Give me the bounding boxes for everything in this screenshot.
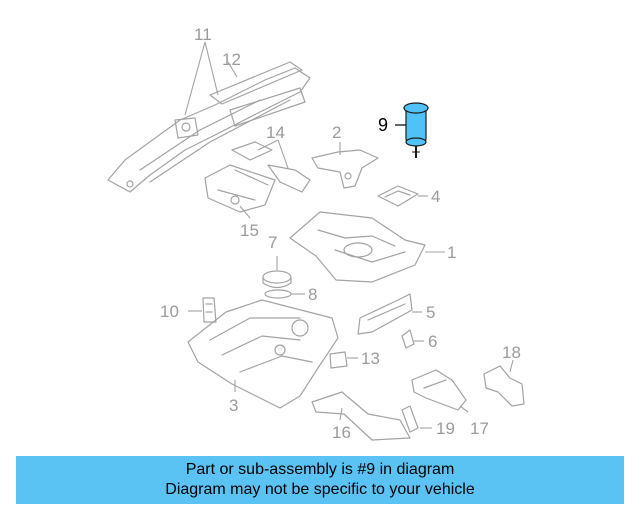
callout-label-18: 18 <box>502 343 521 362</box>
part-floor-pan-1 <box>289 211 426 283</box>
part-crossmember-15 <box>204 164 276 213</box>
part-crossmember-16 <box>311 391 411 441</box>
part-bracket-18 <box>483 365 525 407</box>
callout-label-5: 5 <box>426 303 435 322</box>
part-plate-4 <box>377 185 419 207</box>
part-rear-floor-3 <box>187 299 339 409</box>
part-plate-13 <box>329 351 348 369</box>
callout-label-8: 8 <box>308 285 317 304</box>
part-rear-rail-assembly <box>107 61 311 193</box>
caption-line-1: Part or sub-assembly is #9 in diagram <box>185 461 455 478</box>
part-shield-17 <box>411 369 467 411</box>
callout-label-6: 6 <box>428 332 437 351</box>
callout-label-12: 12 <box>222 50 241 69</box>
callout-label-10: 10 <box>160 302 179 321</box>
callout-label-17: 17 <box>470 419 489 438</box>
callout-label-11: 11 <box>194 25 212 44</box>
caption-banner: Part or sub-assembly is #9 in diagram Di… <box>16 456 624 504</box>
part-clip-6 <box>401 329 415 349</box>
part-9-highlighted <box>403 102 429 158</box>
callout-label-19: 19 <box>436 419 455 438</box>
part-bracket-10 <box>202 297 217 323</box>
callout-label-3: 3 <box>229 396 238 415</box>
callout-label-7: 7 <box>268 233 277 252</box>
part-reinforcement-5 <box>357 293 413 335</box>
caption-line-2: Diagram may not be specific to your vehi… <box>165 481 475 498</box>
part-clip-19 <box>401 405 419 433</box>
callout-label-1: 1 <box>447 243 456 262</box>
callout-label-9: 9 <box>378 115 388 135</box>
callout-label-15: 15 <box>240 221 259 240</box>
part-plug-7-seal-8 <box>262 270 292 299</box>
callout-label-13: 13 <box>361 349 380 368</box>
part-brackets-14 <box>231 141 311 193</box>
callout-label-2: 2 <box>332 123 341 142</box>
callout-label-16: 16 <box>332 423 351 442</box>
callout-label-4: 4 <box>431 187 440 206</box>
callout-label-14: 14 <box>266 123 285 142</box>
part-bracket-2 <box>311 149 379 189</box>
